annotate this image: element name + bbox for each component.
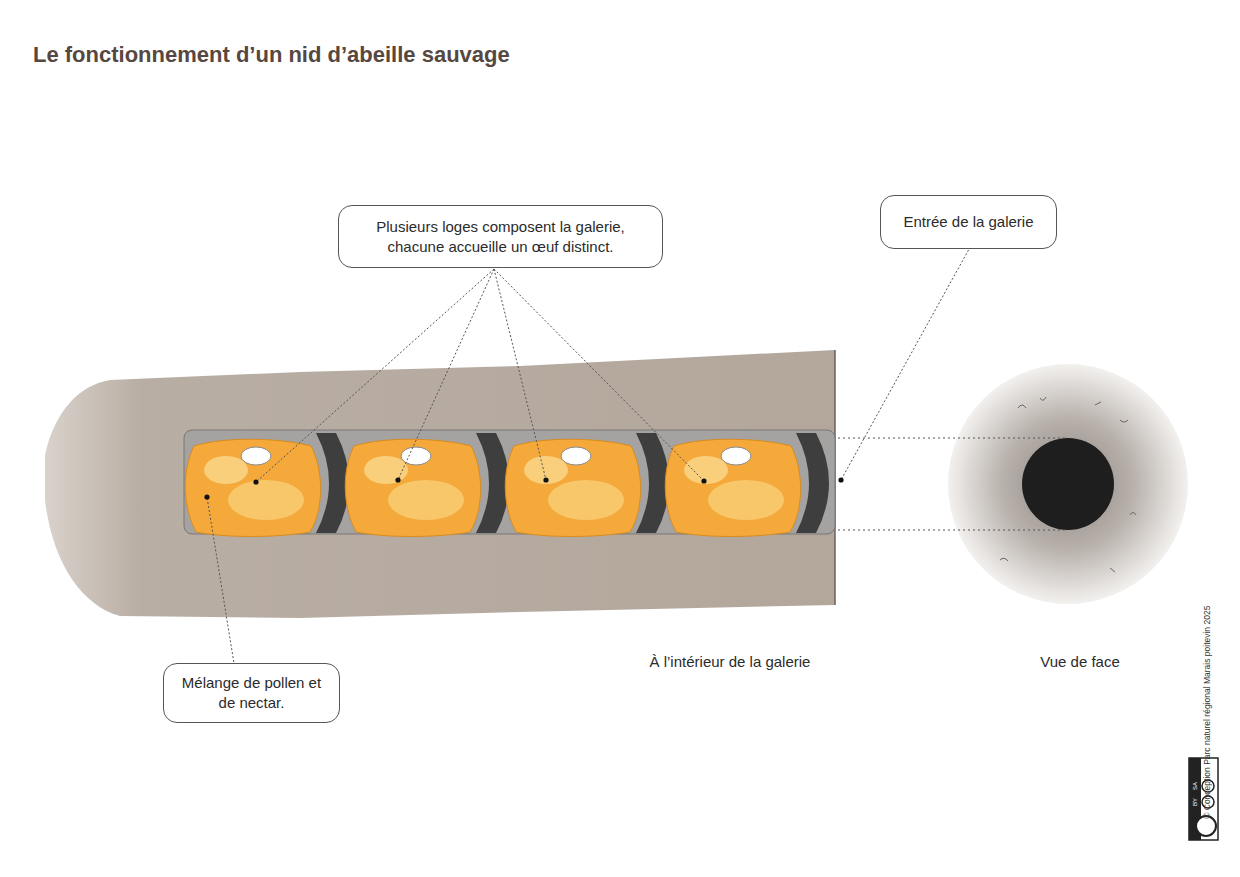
- wood-mark: [1095, 402, 1101, 405]
- wood-mark: [1040, 397, 1046, 400]
- wood-mark: [1110, 568, 1115, 572]
- pollen-patch: [548, 480, 624, 520]
- wood-block: [45, 350, 835, 618]
- callout-box: Entrée de la galerie: [880, 195, 1057, 249]
- egg: [561, 447, 591, 465]
- brood-cell: [505, 433, 669, 537]
- cell-partition: [796, 433, 829, 533]
- callout-box: Plusieurs loges composent la galerie, ch…: [338, 205, 663, 268]
- pollen-ball: [665, 439, 800, 536]
- projection-line: [838, 438, 1066, 439]
- title: Le fonctionnement d’un nid d’abeille sau…: [33, 42, 510, 68]
- egg: [401, 447, 431, 465]
- leader-dot: [838, 477, 843, 482]
- callout-text: Plusieurs loges composent la galerie, ch…: [355, 217, 646, 257]
- view-label: À l’intérieur de la galerie: [650, 653, 811, 670]
- copyright-note: © Conception Parc naturel régional Marai…: [1202, 547, 1213, 877]
- pollen-patch: [364, 456, 408, 484]
- egg: [241, 447, 271, 465]
- leader-line: [256, 269, 494, 482]
- view-label: Vue de face: [1040, 653, 1120, 670]
- leader-dot: [395, 477, 400, 482]
- cells: [185, 433, 829, 537]
- pollen-ball: [345, 439, 480, 536]
- leader-line: [207, 497, 234, 662]
- wood-mark: [1120, 420, 1128, 422]
- egg: [721, 447, 751, 465]
- pollen-patch: [684, 456, 728, 484]
- leader-line: [494, 269, 546, 480]
- brood-cell: [185, 433, 349, 537]
- cc-logo: [1196, 816, 1216, 836]
- wood-mark: [1018, 405, 1026, 408]
- front-view-wood: [948, 364, 1188, 604]
- callout-text: Mélange de pollen et de nectar.: [180, 673, 323, 713]
- leader-dot: [543, 477, 548, 482]
- leader-dot: [204, 494, 209, 499]
- leader-dot: [701, 478, 706, 483]
- leader-line: [841, 250, 969, 480]
- brood-cell: [665, 433, 829, 537]
- wood-mark: [1000, 558, 1008, 561]
- cell-partition: [316, 433, 349, 533]
- license-term: BY: [1191, 792, 1199, 812]
- license-term: SA: [1191, 776, 1199, 796]
- pollen-patch: [524, 456, 568, 484]
- leader-line: [398, 269, 494, 480]
- pollen-patch: [708, 480, 784, 520]
- cell-partition: [636, 433, 669, 533]
- brood-cell: [345, 433, 509, 537]
- pollen-patch: [228, 480, 304, 520]
- callout-text: Entrée de la galerie: [903, 212, 1033, 232]
- pollen-patch: [204, 456, 248, 484]
- gallery-hole: [1022, 438, 1114, 530]
- projection-line: [838, 530, 1066, 531]
- pollen-ball: [505, 439, 640, 536]
- leader-line: [494, 269, 704, 481]
- wood-mark: [1130, 513, 1136, 516]
- pollen-patch: [388, 480, 464, 520]
- pollen-ball: [185, 439, 320, 536]
- leader-dot: [253, 479, 258, 484]
- cell-partition: [476, 433, 509, 533]
- wood-marks: [1000, 397, 1136, 572]
- callout-box: Mélange de pollen et de nectar.: [163, 663, 340, 723]
